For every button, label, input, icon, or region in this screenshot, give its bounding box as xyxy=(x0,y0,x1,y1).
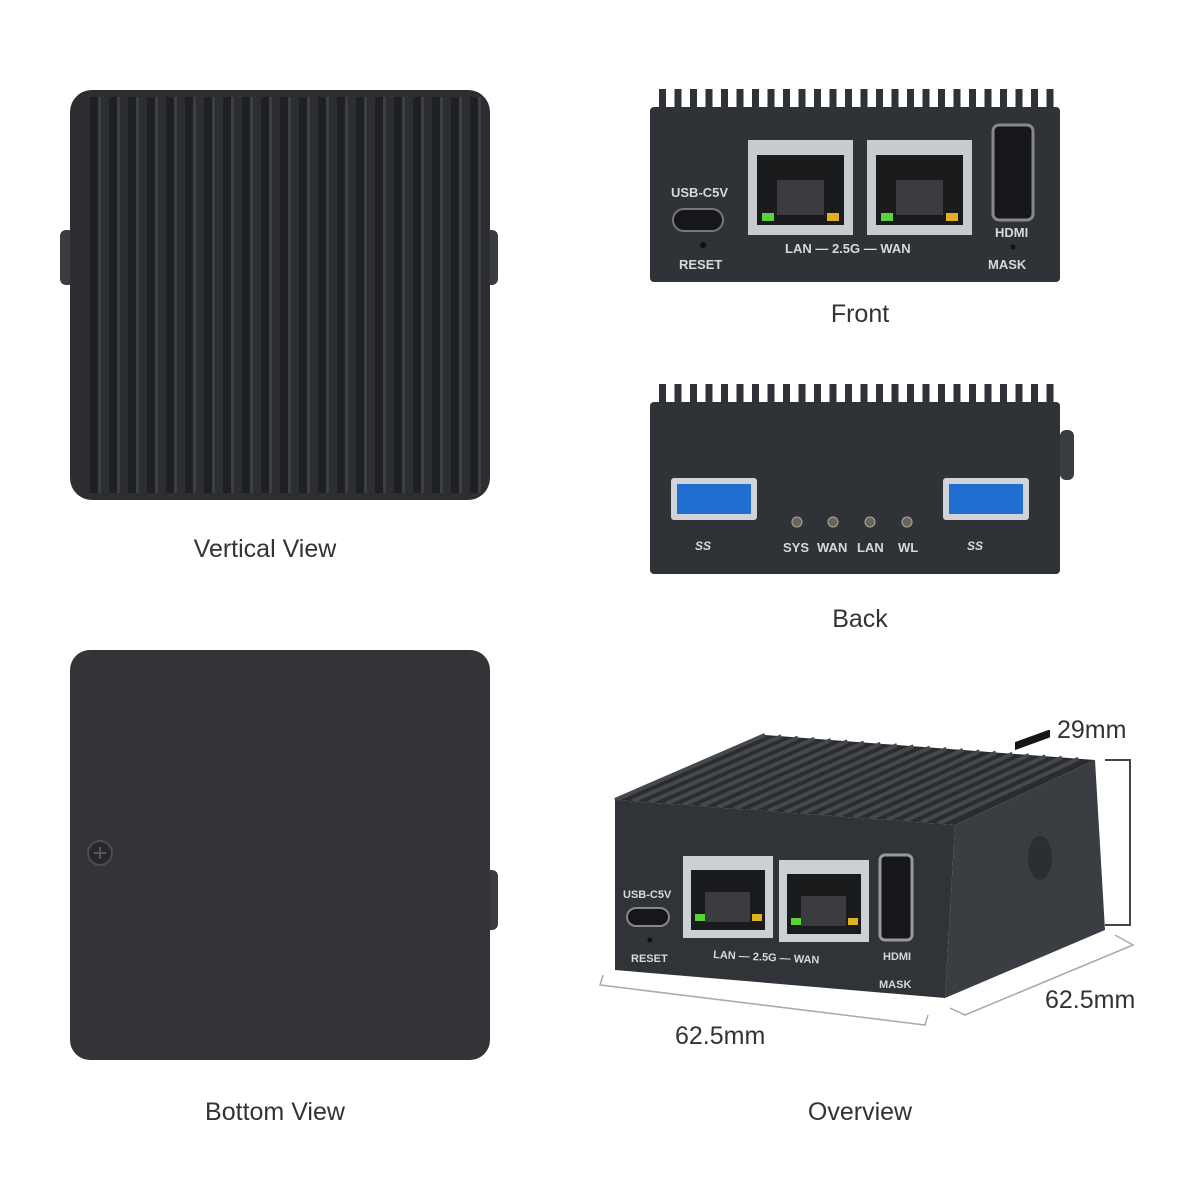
dimension-depth: 62.5mm xyxy=(1045,986,1136,1014)
overview-usb-c-label: USB-C5V xyxy=(623,889,672,901)
overview-wan-port-icon xyxy=(779,860,869,942)
overview-mask-label: MASK xyxy=(879,979,911,991)
wan-port-icon xyxy=(867,140,972,235)
usb-c-label: USB-C5V xyxy=(671,185,728,200)
caption-front: Front xyxy=(830,300,890,328)
front-view-image: USB-C5V RESET LAN — 2.5G — WAN HDMI MASK xyxy=(650,89,1060,282)
hdmi-port-icon xyxy=(991,123,1035,222)
overview-reset-label: RESET xyxy=(631,953,668,965)
height-dimension-line xyxy=(1105,759,1131,926)
lan-port-icon xyxy=(748,140,853,235)
usb3-port-right-icon xyxy=(943,478,1029,520)
led-wl-label: WL xyxy=(898,540,918,555)
usb-c-port-icon xyxy=(672,208,724,232)
led-lan-label: LAN xyxy=(857,540,884,555)
dimension-height: 29mm xyxy=(1057,716,1127,744)
dimension-width: 62.5mm xyxy=(675,1022,766,1050)
reset-button-icon xyxy=(700,242,706,248)
lan-wan-label: LAN — 2.5G — WAN xyxy=(785,241,911,256)
side-button-icon xyxy=(1028,836,1052,880)
led-sys-icon xyxy=(791,516,803,528)
overview-hdmi-label: HDMI xyxy=(883,951,911,963)
overview-hdmi-icon xyxy=(878,853,914,942)
width-dimension-line xyxy=(599,974,929,1026)
vertical-view-image xyxy=(60,90,498,500)
caption-bottom-view: Bottom View xyxy=(205,1098,345,1126)
caption-back: Back xyxy=(832,605,888,633)
caption-overview: Overview xyxy=(807,1098,913,1126)
led-wl-icon xyxy=(901,516,913,528)
hdmi-label: HDMI xyxy=(995,225,1028,240)
overview-usb-c-icon xyxy=(626,907,670,927)
led-wan-icon xyxy=(827,516,839,528)
superspeed-left-label: SS xyxy=(695,539,711,553)
overview-image: USB-C5V RESET LAN — 2.5G — WAN HDMI MASK xyxy=(599,730,1135,1026)
overview-lan-port-icon xyxy=(683,856,773,938)
reset-label: RESET xyxy=(679,257,722,272)
tf-slot-icon xyxy=(1015,730,1050,751)
back-view-image: SS SS SYS WAN LAN WL xyxy=(650,384,1074,574)
depth-dimension-line xyxy=(949,934,1135,1016)
caption-vertical-view: Vertical View xyxy=(193,535,337,563)
led-sys-label: SYS xyxy=(783,540,809,555)
led-lan-icon xyxy=(864,516,876,528)
mask-label: MASK xyxy=(988,257,1027,272)
bottom-view-image xyxy=(70,650,498,1060)
overview-lan-wan-label: LAN — 2.5G — WAN xyxy=(713,949,820,967)
superspeed-right-label: SS xyxy=(967,539,983,553)
led-wan-label: WAN xyxy=(817,540,847,555)
usb3-port-left-icon xyxy=(671,478,757,520)
